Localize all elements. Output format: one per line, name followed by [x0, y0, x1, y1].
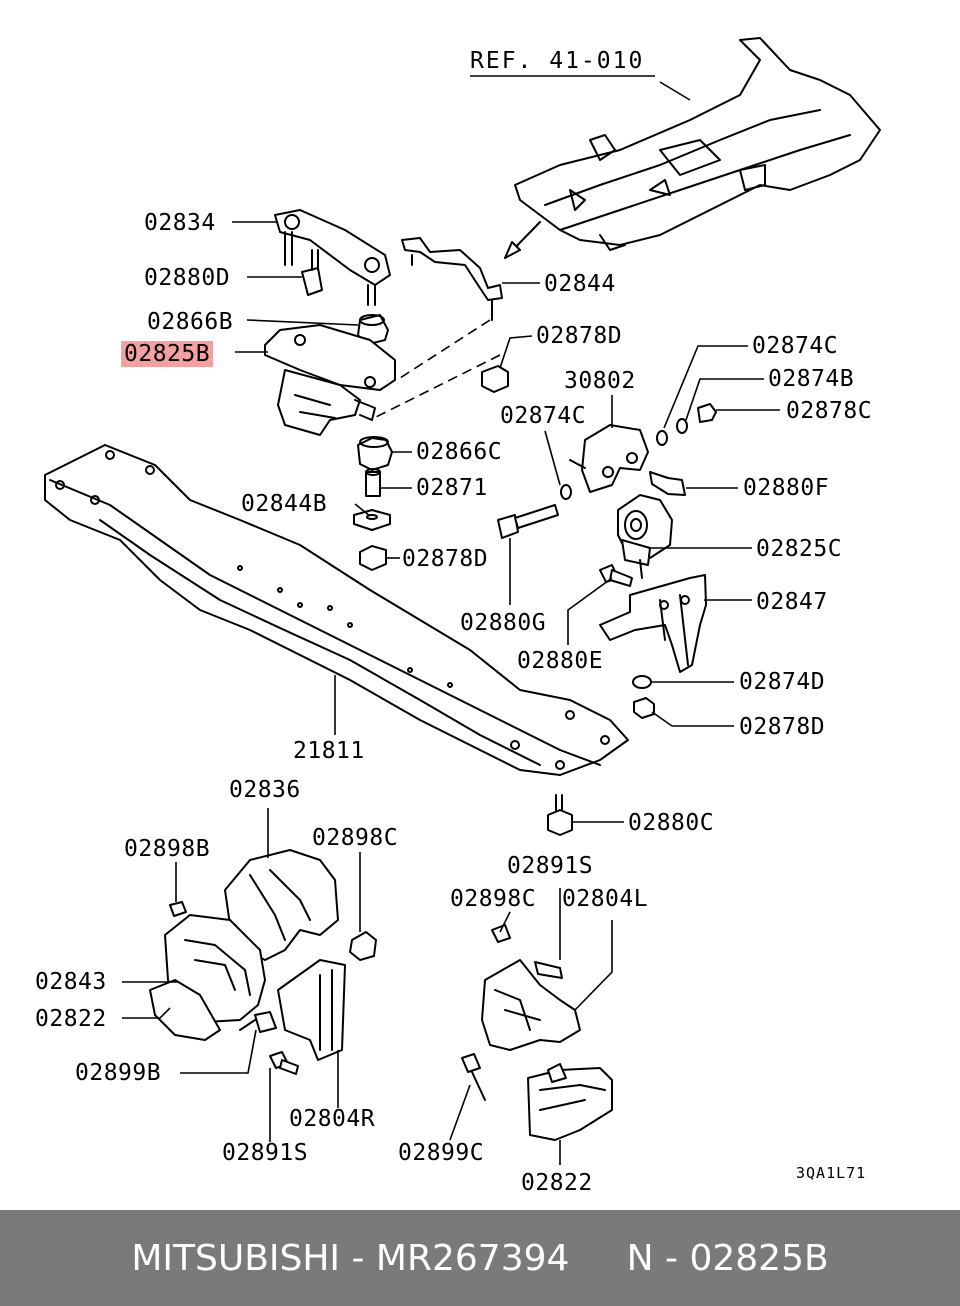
part-label-02874D[interactable]: 02874D [739, 669, 826, 695]
right-mount-group-drawing [449, 888, 613, 1165]
part-label-02880G[interactable]: 02880G [460, 610, 547, 636]
part-label-02834[interactable]: 02834 [144, 210, 216, 236]
left-mount-group-drawing [149, 849, 377, 1142]
part-label-02825B-highlighted[interactable]: 02825B [121, 341, 214, 367]
parts-diagram: REF. 41-010 02834 02880D 02866B 02825B 0… [35, 37, 881, 1196]
part-label-02874B[interactable]: 02874B [768, 366, 855, 392]
part-label-02880F[interactable]: 02880F [743, 475, 830, 501]
insulator-02825C-drawing [617, 494, 673, 579]
part-label-02804L[interactable]: 02804L [562, 886, 649, 912]
part-label-02836[interactable]: 02836 [229, 777, 301, 803]
part-label-02898C-right[interactable]: 02898C [450, 886, 537, 912]
leader-lines [122, 221, 780, 1074]
part-label-02891S-left[interactable]: 02891S [222, 1140, 309, 1166]
part-label-02878C[interactable]: 02878C [786, 398, 873, 424]
part-label-02898C-left[interactable]: 02898C [312, 825, 399, 851]
bracket-02844-drawing [369, 237, 503, 421]
part-label-02878D-upper[interactable]: 02878D [536, 323, 623, 349]
part-label-02899C[interactable]: 02899C [398, 1140, 485, 1166]
part-label-02874C-right[interactable]: 02874C [752, 333, 839, 359]
chassis-frame-drawing [470, 37, 881, 259]
footer-part-info: MITSUBISHI - MR267394 N - 02825B [131, 1237, 829, 1279]
part-label-02844B[interactable]: 02844B [241, 491, 328, 517]
nut-02878D-upper-drawing [481, 365, 509, 393]
bolt-02880C-drawing [547, 794, 573, 836]
footer-bar: MITSUBISHI - MR267394 N - 02825B [0, 1210, 960, 1306]
bolts-drawing [497, 471, 686, 587]
part-label-02804R[interactable]: 02804R [289, 1106, 376, 1132]
part-label-02822-left[interactable]: 02822 [35, 1006, 107, 1032]
reference-label: REF. 41-010 [470, 48, 645, 74]
insulator-02825B-drawing [264, 324, 396, 436]
bushing-02866B-drawing [357, 314, 389, 346]
part-label-02874C-left[interactable]: 02874C [500, 403, 587, 429]
part-label-02880D[interactable]: 02880D [144, 265, 231, 291]
part-label-02898B[interactable]: 02898B [124, 836, 211, 862]
part-label-02891S-right[interactable]: 02891S [507, 853, 594, 879]
part-label-02878D-middle[interactable]: 02878D [402, 546, 489, 572]
part-label-02880E[interactable]: 02880E [517, 648, 604, 674]
bracket-30802-drawing [560, 403, 717, 500]
part-label-02878D-lower[interactable]: 02878D [739, 714, 826, 740]
part-label-02825C[interactable]: 02825C [756, 536, 843, 562]
part-label-02866B[interactable]: 02866B [147, 309, 234, 335]
part-label-02843[interactable]: 02843 [35, 969, 107, 995]
bracket-02847-drawing [599, 574, 707, 719]
bracket-02834-drawing [274, 209, 391, 306]
part-label-02880C[interactable]: 02880C [628, 810, 715, 836]
part-label-02844[interactable]: 02844 [544, 271, 616, 297]
crossmember-21811-drawing [44, 444, 629, 776]
part-label-02899B[interactable]: 02899B [75, 1060, 162, 1086]
part-label-02871[interactable]: 02871 [416, 475, 488, 501]
part-label-02847[interactable]: 02847 [756, 589, 828, 615]
drawing-code: 3QA1L71 [796, 1164, 867, 1182]
part-label-02822-right[interactable]: 02822 [521, 1170, 593, 1196]
part-label-02866C[interactable]: 02866C [416, 439, 503, 465]
parts-drawing [44, 37, 881, 1165]
part-label-30802[interactable]: 30802 [564, 368, 636, 394]
part-label-21811[interactable]: 21811 [293, 738, 365, 764]
mount-stack-drawing [353, 436, 393, 571]
